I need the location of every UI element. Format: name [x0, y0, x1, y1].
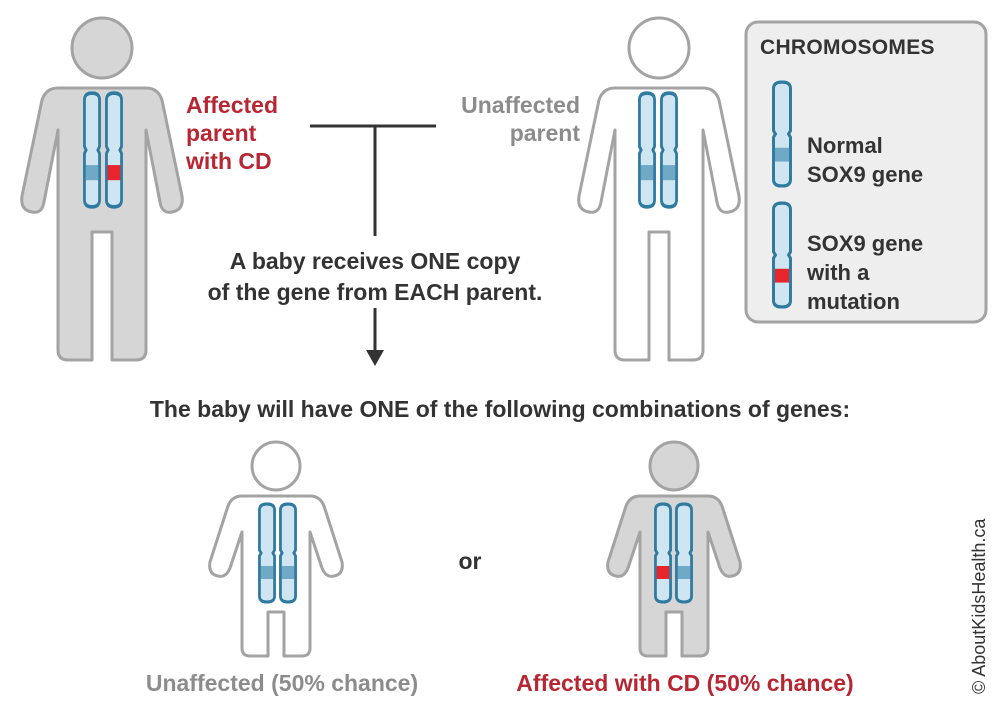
unaffected-parent-label: Unaffected parent	[440, 91, 580, 147]
affected-baby-figure	[606, 440, 742, 658]
down-arrow-icon	[366, 350, 384, 366]
legend-mutation-label-line: SOX9 gene	[807, 231, 924, 256]
affected-parent-label-line: with CD	[186, 148, 272, 174]
unaffected-parent-chromosome-2	[660, 91, 678, 209]
legend-normal-label: Normal SOX9 gene	[807, 131, 923, 189]
affected-outcome-caption: Affected with CD (50% chance)	[516, 670, 854, 696]
affected-baby-chromosome-normal	[675, 502, 693, 604]
affected-parent-chromosome-normal	[83, 91, 101, 209]
affected-parent-chromosome-mutated	[105, 91, 123, 209]
legend-normal-label-line: SOX9 gene	[807, 162, 924, 187]
legend-mutation-label: SOX9 gene with a mutation	[807, 229, 923, 316]
legend-normal-label-line: Normal	[807, 133, 883, 158]
unaffected-baby-chromosome-1	[258, 502, 276, 604]
legend-mutation-label-line: with a	[807, 260, 870, 285]
chromosome-legend	[744, 20, 988, 324]
inheritance-explanation-line: A baby receives ONE copy	[229, 248, 521, 274]
affected-parent-label: Affected parent with CD	[186, 91, 278, 175]
legend-normal-chromosome-icon	[772, 80, 792, 188]
unaffected-parent-figure	[577, 16, 741, 362]
inheritance-connector	[310, 124, 436, 366]
unaffected-parent-label-line: Unaffected	[461, 92, 580, 118]
affected-parent-label-line: parent	[186, 120, 257, 146]
legend-mutated-chromosome-icon	[772, 201, 792, 309]
combinations-heading: The baby will have ONE of the following …	[149, 396, 851, 422]
inheritance-explanation-line: of the gene from EACH parent.	[207, 279, 543, 305]
inheritance-explanation: A baby receives ONE copy of the gene fro…	[195, 246, 555, 308]
unaffected-baby-chromosome-2	[279, 502, 297, 604]
affected-parent-label-line: Affected	[186, 92, 279, 118]
unaffected-parent-label-line: parent	[509, 120, 580, 146]
affected-baby-chromosome-mutated	[654, 502, 672, 604]
legend-mutation-label-line: mutation	[807, 289, 900, 314]
legend-title: CHROMOSOMES	[760, 36, 935, 59]
or-label: or	[458, 548, 482, 574]
copyright-credit: © AboutKidsHealth.ca	[969, 518, 989, 694]
unaffected-baby-figure	[208, 440, 344, 658]
unaffected-parent-chromosome-1	[638, 91, 656, 209]
affected-parent-figure	[20, 16, 184, 362]
unaffected-outcome-caption: Unaffected (50% chance)	[145, 670, 419, 696]
